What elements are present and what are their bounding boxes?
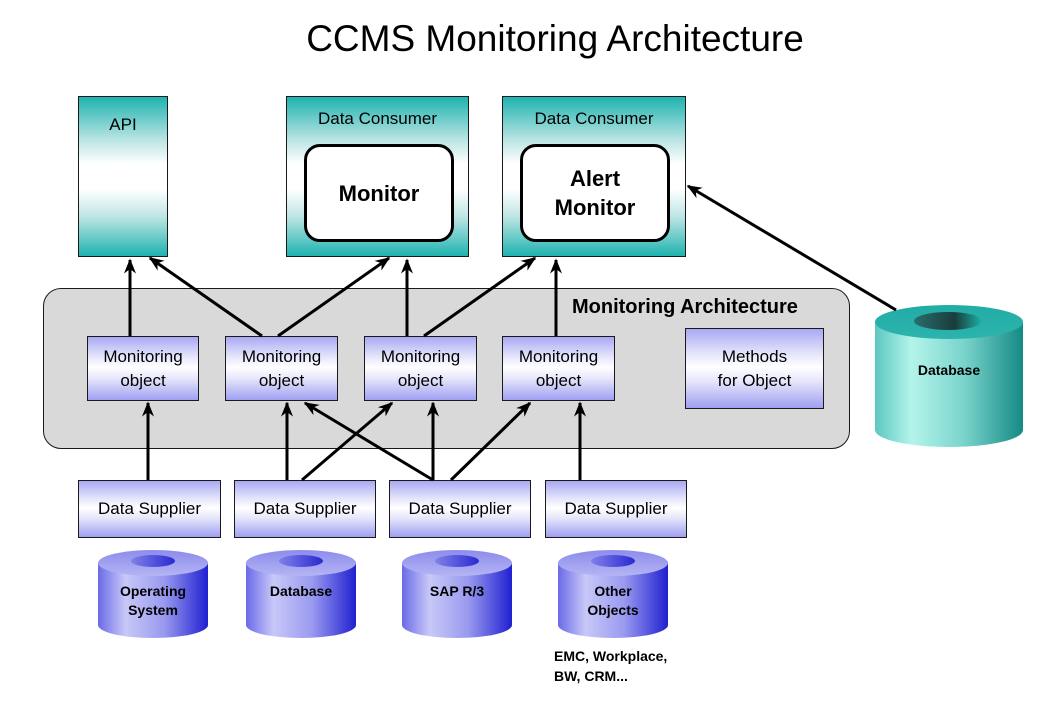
external-database-label: Database: [875, 361, 1023, 381]
note-line2: BW, CRM...: [554, 668, 628, 684]
source-label-line1: SAP R/3: [429, 583, 485, 599]
methods-label: Methods: [721, 346, 788, 366]
diagram-title: CCMS Monitoring Architecture: [306, 18, 804, 59]
alert-monitor-label-line1: Alert: [569, 166, 621, 191]
arrow: [303, 401, 434, 482]
monitoring-object-label: Monitoring: [518, 346, 599, 366]
source-label-sap: SAP R/3: [402, 582, 512, 622]
monitoring-object-3: Monitoring object: [364, 336, 477, 401]
source-label-other-objects: Other Objects: [558, 582, 668, 622]
source-label-line1: Other: [594, 583, 632, 599]
source-label-line2: Objects: [587, 602, 639, 618]
arrow: [686, 184, 897, 312]
other-objects-note: EMC, Workplace, BW, CRM...: [554, 646, 667, 686]
arrow: [277, 256, 391, 338]
data-consumer-label: Data Consumer: [317, 109, 438, 128]
source-label-database: Database: [246, 582, 356, 622]
external-database-label-text: Database: [917, 362, 981, 378]
monitoring-architecture-title: Monitoring Architecture: [572, 296, 798, 318]
external-database-cylinder: [875, 305, 1023, 447]
alert-monitor-box: Alert Monitor: [520, 144, 670, 242]
source-cylinder-sap: [402, 550, 512, 638]
cylinder-opening-icon: [279, 555, 323, 567]
arrow: [449, 401, 532, 482]
source-label-operating-system: Operating System: [98, 582, 208, 622]
monitoring-object-4: Monitoring object: [502, 336, 615, 401]
monitoring-object-sublabel: object: [258, 370, 305, 390]
monitor-label: Monitor: [338, 180, 420, 206]
data-supplier-label: Data Supplier: [97, 499, 201, 518]
source-cylinder-other-objects: [558, 550, 668, 638]
source-cylinder-operating-system: [98, 550, 208, 638]
monitoring-object-1: Monitoring object: [87, 336, 199, 401]
api-label: API: [109, 115, 137, 134]
data-supplier-4: Data Supplier: [545, 480, 687, 538]
source-label-line1: Operating: [119, 583, 187, 599]
cylinder-opening-icon: [435, 555, 479, 567]
api-box: API: [78, 96, 168, 257]
monitoring-object-sublabel: object: [397, 370, 444, 390]
data-consumer-monitor-box: Data Consumer Monitor: [286, 96, 469, 257]
source-cylinder-database: [246, 550, 356, 638]
source-label-line1: Database: [269, 583, 333, 599]
data-consumer-label: Data Consumer: [534, 109, 654, 128]
monitoring-object-2: Monitoring object: [225, 336, 338, 401]
note-line1: EMC, Workplace,: [554, 648, 668, 664]
cylinder-opening-icon: [591, 555, 635, 567]
arrow: [148, 256, 263, 338]
alert-monitor-label-line2: Monitor: [554, 195, 636, 220]
monitor-box: Monitor: [304, 144, 454, 242]
cylinder-opening-icon: [914, 312, 982, 330]
source-label-line2: System: [128, 602, 178, 618]
arrows-to-monitoring-objects: [142, 401, 586, 482]
data-supplier-3: Data Supplier: [389, 480, 531, 538]
data-supplier-2: Data Supplier: [234, 480, 376, 538]
data-consumer-alert-box: Data Consumer Alert Monitor: [502, 96, 686, 257]
data-supplier-label: Data Supplier: [564, 499, 668, 518]
methods-sublabel: for Object: [717, 370, 792, 390]
monitoring-object-sublabel: object: [535, 370, 582, 390]
arrow: [423, 256, 537, 338]
cylinder-opening-icon: [131, 555, 175, 567]
monitoring-object-label: Monitoring: [241, 346, 322, 366]
monitoring-object-label: Monitoring: [103, 346, 183, 366]
arrow: [301, 401, 394, 482]
arrows-to-consumers: [124, 184, 897, 338]
monitoring-object-label: Monitoring: [380, 346, 461, 366]
monitoring-object-sublabel: object: [120, 370, 166, 390]
methods-for-object-box: Methods for Object: [685, 328, 824, 409]
data-supplier-label: Data Supplier: [253, 499, 357, 518]
data-supplier-1: Data Supplier: [78, 480, 221, 538]
data-supplier-label: Data Supplier: [408, 499, 512, 518]
